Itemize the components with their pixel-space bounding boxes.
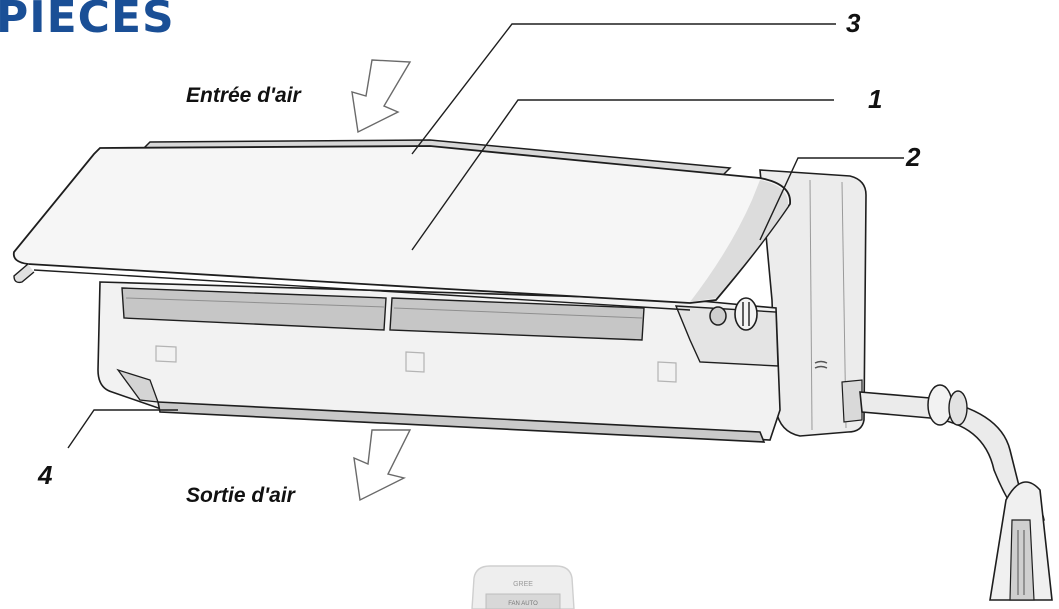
- remote-brand: GREE: [513, 581, 533, 588]
- leader-line-1: [411, 99, 834, 251]
- air-outlet-arrow-icon: [353, 429, 412, 502]
- filter-window-right: [389, 297, 645, 341]
- side-housing: [759, 169, 867, 437]
- callout-2: 2: [906, 142, 921, 172]
- callout-1: 1: [868, 84, 883, 114]
- air-intake-label: Entrée d'air: [186, 84, 301, 107]
- filter-window-left: [121, 287, 387, 331]
- page-title: PIECES: [0, 0, 175, 43]
- air-intake-arrow-icon: [351, 59, 412, 134]
- leader-line-3: [411, 23, 836, 155]
- leader-line-2: [759, 157, 904, 241]
- front-panel: [12, 145, 791, 304]
- callout-4: 4: [38, 460, 53, 490]
- remote-screen: [485, 593, 561, 609]
- leader-line-4: [67, 409, 178, 449]
- remote-display: FAN AUTO: [508, 601, 538, 607]
- indicator-light: [709, 306, 727, 326]
- air-outlet-label: Sortie d'air: [186, 484, 295, 507]
- bottom-louver: [157, 401, 766, 443]
- callout-3: 3: [846, 8, 861, 38]
- control-knob: [734, 297, 758, 331]
- side-port: [841, 379, 863, 423]
